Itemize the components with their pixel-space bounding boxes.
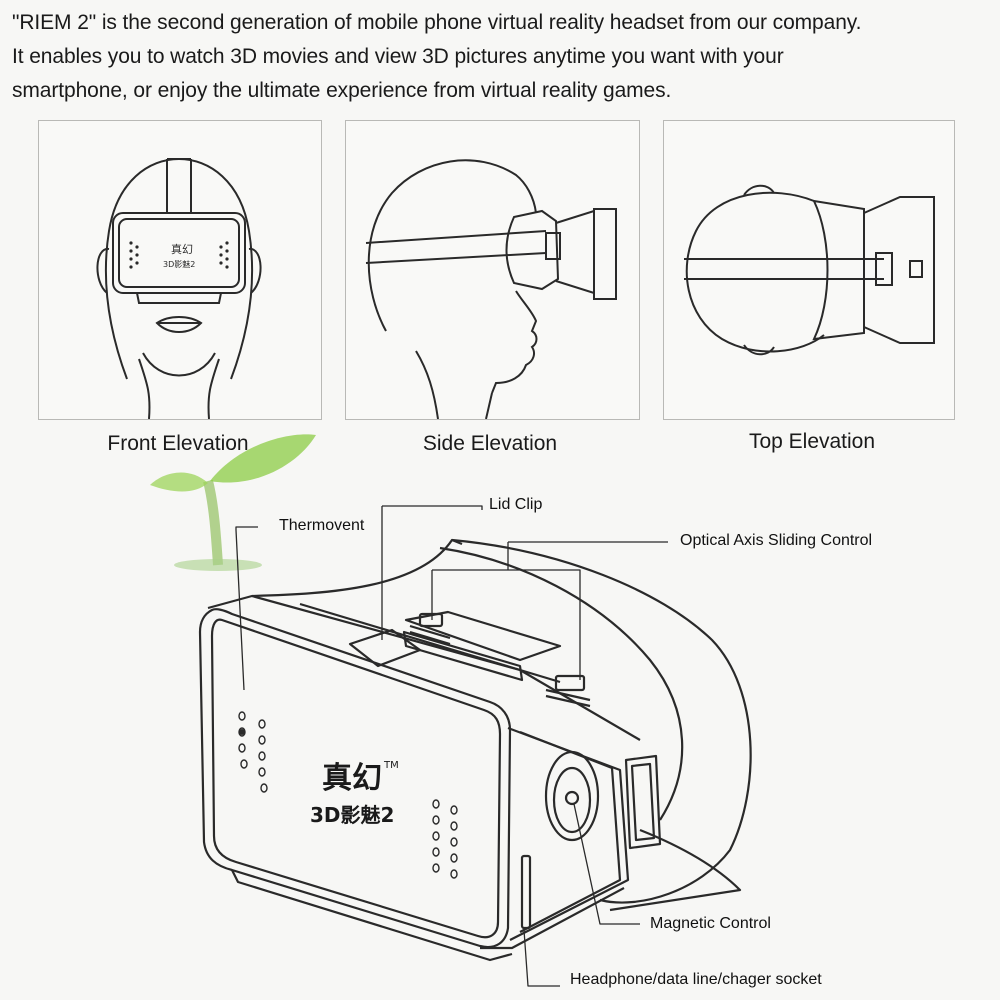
intro-line-2: It enables you to watch 3D movies and vi… <box>12 45 784 68</box>
front-logo-model: 3D影魅2 <box>163 259 195 269</box>
top-head-drawing <box>684 184 935 356</box>
top-elevation-label: Top Elevation <box>748 430 876 453</box>
side-elevation-label: Side Elevation <box>422 432 558 455</box>
callout-lid-clip: Lid Clip <box>489 496 543 513</box>
sprout-watermark-icon <box>150 434 316 571</box>
top-elevation-panel <box>663 120 955 420</box>
callout-optical-axis-sliding-control: Optical Axis Sliding Control <box>680 532 873 549</box>
callout-headphone-socket: Headphone/data line/chager socket <box>570 971 822 988</box>
headset-logo-tm: TM <box>383 760 399 771</box>
intro-line-3: smartphone, or enjoy the ultimate experi… <box>12 79 672 102</box>
side-head-drawing <box>365 159 617 419</box>
front-head-drawing: 真幻 3D影魅2 <box>96 157 262 419</box>
callout-thermovent: Thermovent <box>279 517 365 534</box>
front-elevation-panel: 真幻 3D影魅2 <box>38 120 322 420</box>
intro-paragraph: "RIEM 2" is the second generation of mob… <box>12 6 992 108</box>
side-elevation-panel <box>345 120 640 420</box>
front-logo-brand: 真幻 <box>171 242 193 256</box>
callout-magnetic-control: Magnetic Control <box>650 915 771 932</box>
headset-logo-brand: 真幻 <box>322 761 382 796</box>
intro-line-1: "RIEM 2" is the second generation of mob… <box>12 11 862 34</box>
front-elevation-label: Front Elevation <box>107 432 249 455</box>
headset-logo-model: 3D影魅2 <box>310 803 394 827</box>
headset-perspective-drawing: 真幻 TM 3D影魅2 <box>198 505 752 987</box>
